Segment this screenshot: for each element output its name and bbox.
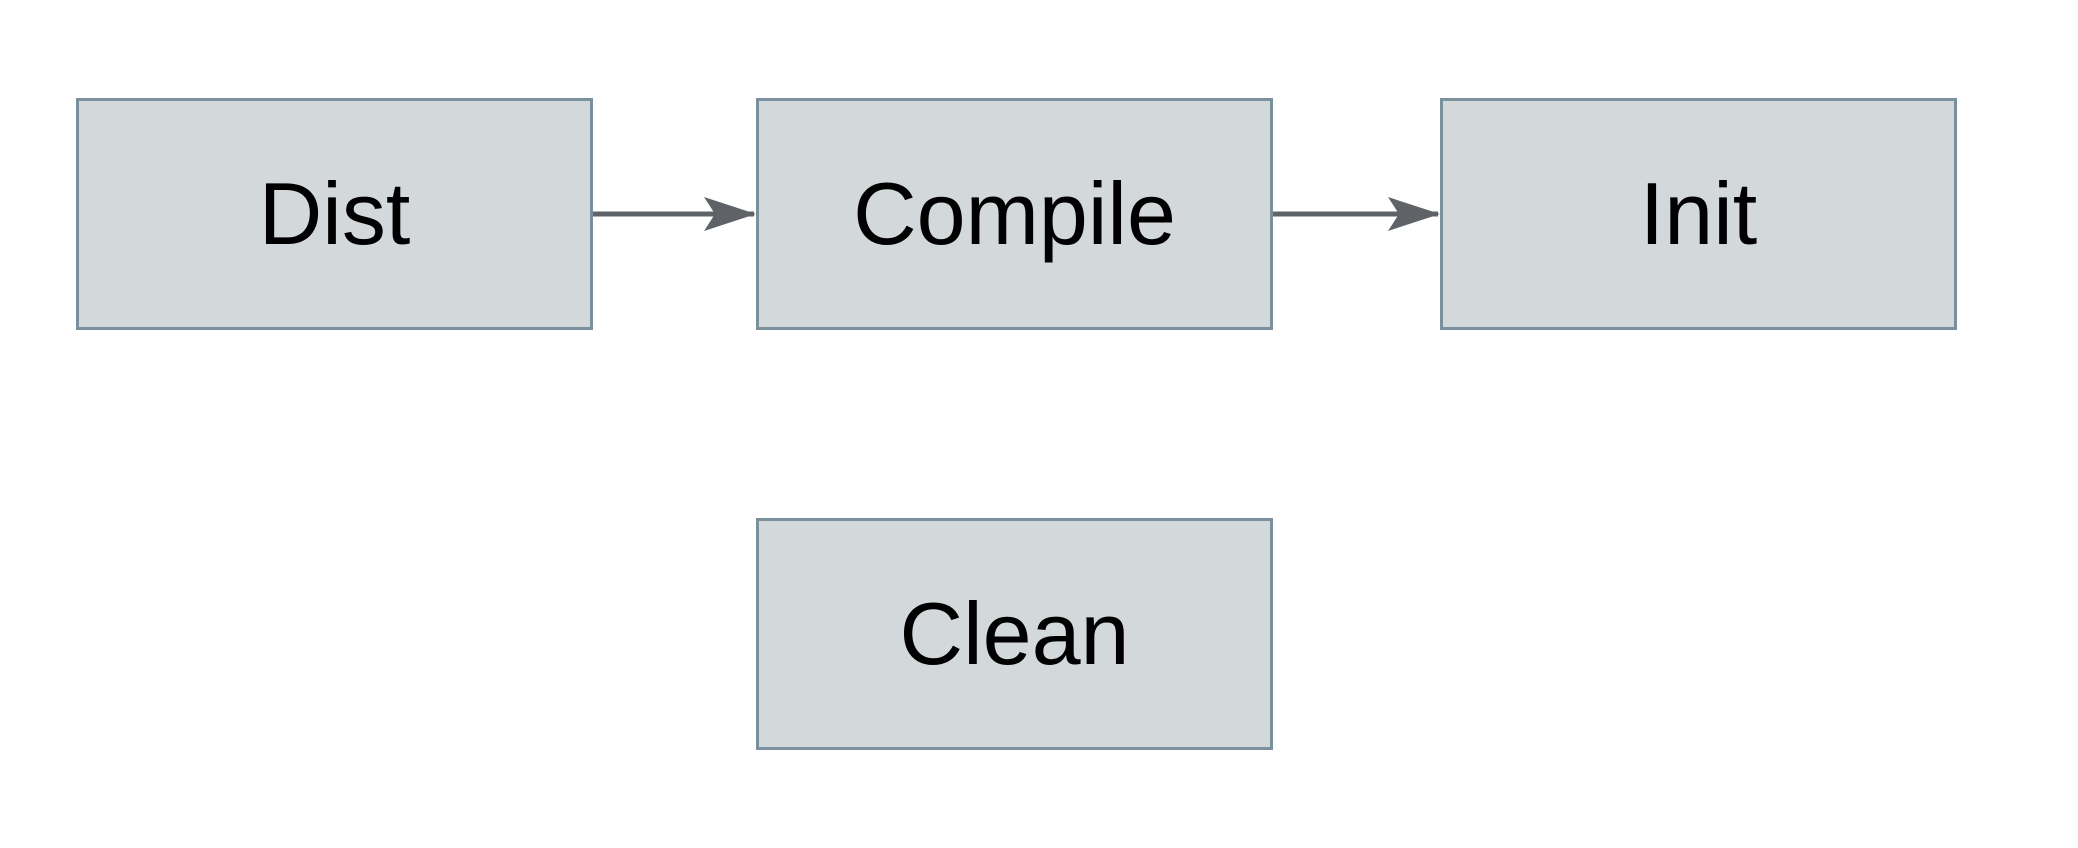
node-compile-label: Compile bbox=[853, 164, 1176, 263]
node-dist-label: Dist bbox=[258, 164, 411, 263]
node-init: Init bbox=[1440, 98, 1957, 330]
node-dist: Dist bbox=[76, 98, 593, 330]
node-compile: Compile bbox=[756, 98, 1273, 330]
node-clean: Clean bbox=[756, 518, 1273, 750]
node-init-label: Init bbox=[1639, 164, 1758, 263]
node-clean-label: Clean bbox=[899, 584, 1130, 683]
